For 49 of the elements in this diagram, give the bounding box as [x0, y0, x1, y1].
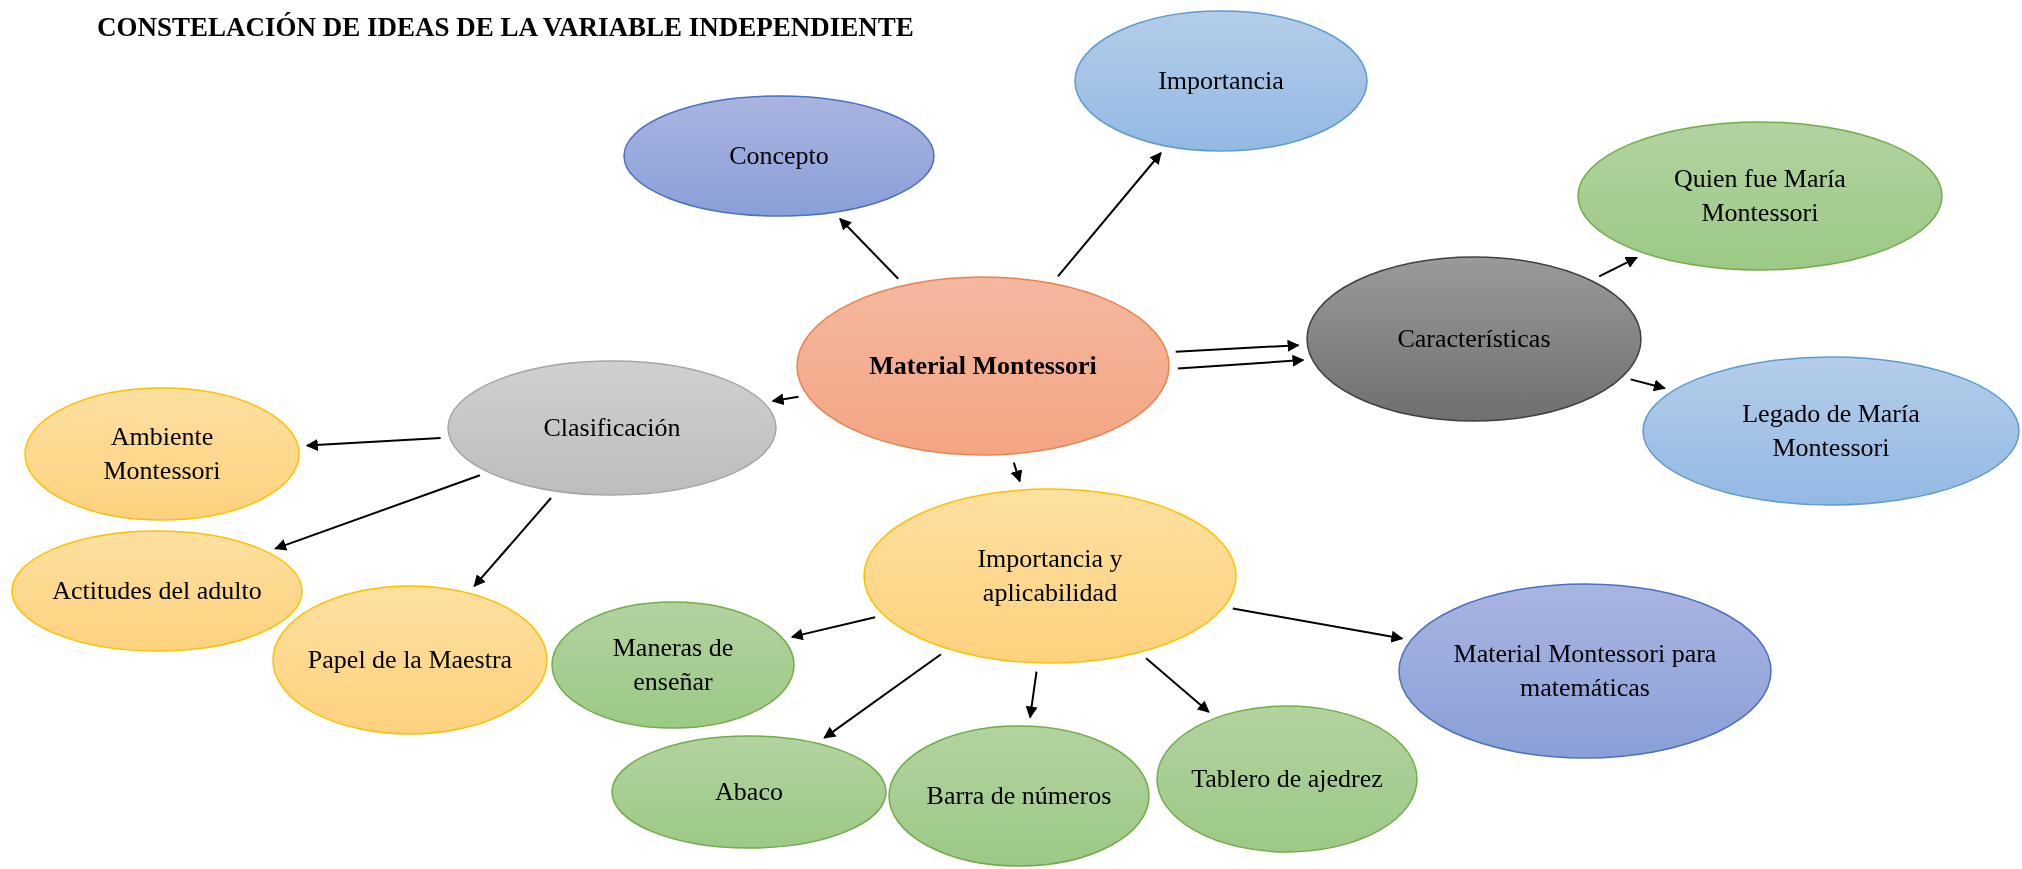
arrow: [305, 436, 442, 451]
arrow: [839, 217, 900, 280]
node-label: Abaco: [714, 776, 784, 809]
concept-ellipse: [24, 387, 300, 521]
arrow: [1598, 256, 1638, 278]
arrow: [790, 616, 877, 641]
node-label: Tablero de ajedrez: [1190, 763, 1384, 796]
node-label: Papel de la Maestra: [306, 644, 514, 677]
node-label: Características: [1396, 323, 1552, 356]
arrow: [1056, 152, 1162, 278]
node-label: Material Montessori: [868, 350, 1098, 383]
concept-ellipse: [272, 585, 548, 735]
arrow: [1174, 339, 1300, 353]
concept-ellipse: [447, 360, 777, 496]
concept-ellipse: [1074, 10, 1368, 152]
arrow: [1145, 657, 1210, 713]
node-label: Importancia y aplicabilidad: [976, 543, 1124, 609]
concept-ellipse: [623, 95, 935, 217]
arrow: [1025, 670, 1038, 719]
arrow: [274, 474, 481, 551]
concept-ellipse: [863, 488, 1237, 664]
concept-ellipse: [1642, 356, 2020, 506]
node-label: Ambiente Montessori: [102, 421, 222, 487]
arrow: [823, 653, 942, 739]
node-label: Material Montessori para matemáticas: [1452, 638, 1718, 704]
concept-ellipse: [1577, 121, 1943, 271]
node-label: Concepto: [728, 140, 830, 173]
concept-ellipse: [611, 735, 887, 849]
concept-ellipse: [1398, 583, 1772, 759]
diagram-title: CONSTELACIÓN DE IDEAS DE LA VARIABLE INDEPENDIENTE: [97, 12, 914, 43]
concept-ellipse: [551, 601, 795, 729]
arrow: [1629, 378, 1666, 392]
concept-ellipse: [1306, 256, 1642, 422]
node-label: Clasificación: [542, 412, 682, 445]
arrow: [1231, 607, 1404, 643]
concept-ellipse: [1156, 705, 1418, 853]
node-label: Quien fue María Montessori: [1673, 163, 1847, 229]
node-label: Barra de números: [925, 780, 1113, 813]
arrow: [473, 497, 552, 588]
node-label: Importancia: [1157, 65, 1285, 98]
concept-ellipse: [11, 530, 303, 652]
node-label: Actitudes del adulto: [51, 575, 263, 608]
node-label: Maneras de enseñar: [611, 632, 735, 698]
arrow: [1010, 461, 1023, 483]
node-label: Legado de María Montessori: [1741, 398, 1921, 464]
concept-ellipse: [796, 276, 1170, 456]
arrow: [1176, 354, 1305, 370]
concept-ellipse: [888, 725, 1150, 867]
arrow: [771, 393, 800, 406]
